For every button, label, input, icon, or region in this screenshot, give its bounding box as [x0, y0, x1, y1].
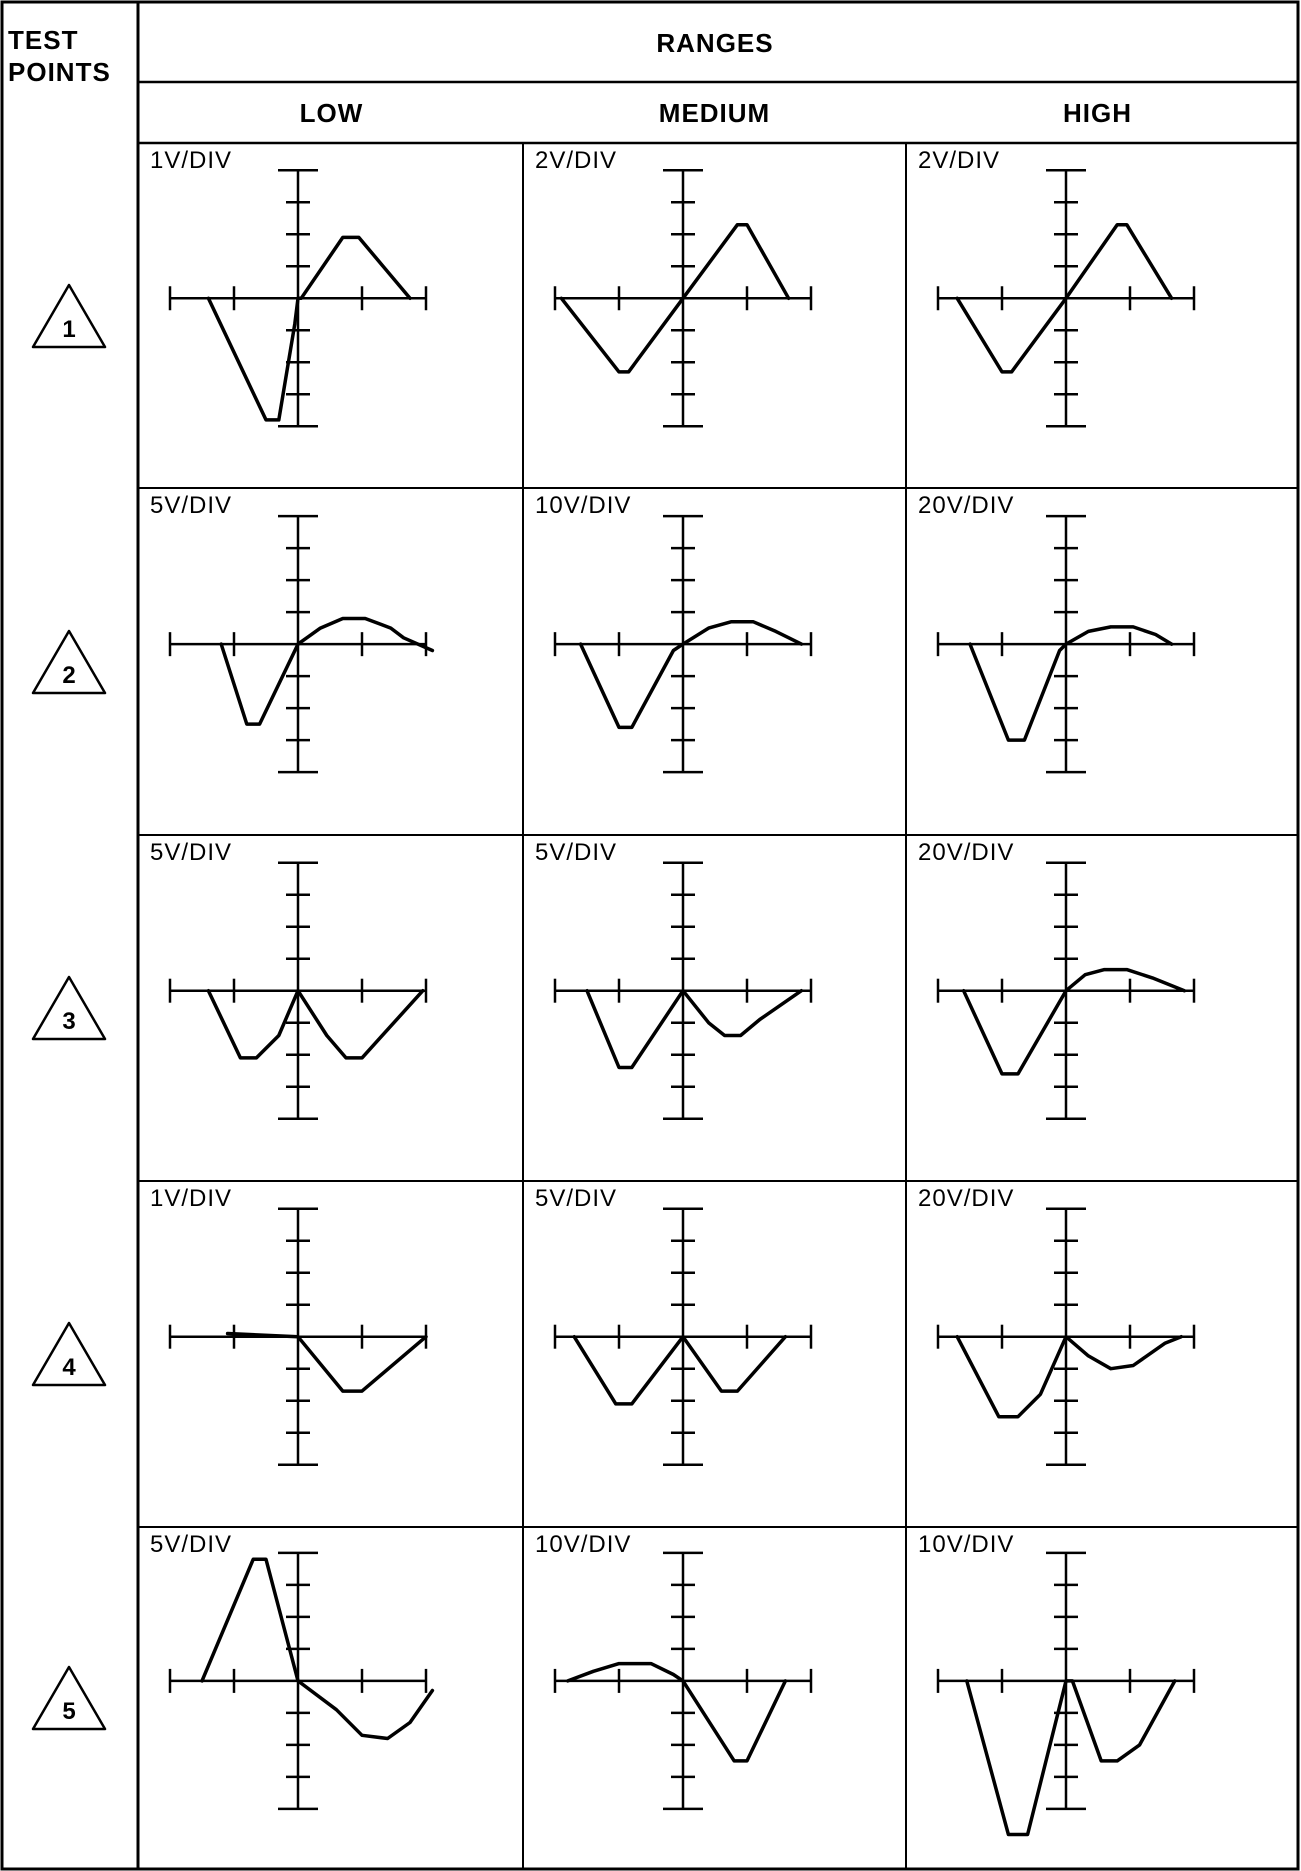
scope-trace-1-low: [168, 169, 428, 428]
scope-trace-1-medium: [553, 169, 813, 428]
waveform: [219, 616, 435, 726]
scope-trace-4-medium: [553, 1207, 813, 1466]
waveform: [965, 1679, 1177, 1837]
volts-per-div-label: 5V/DIV: [535, 1185, 618, 1212]
triangle-icon: [31, 1321, 107, 1387]
scope-trace-3-medium: [553, 861, 813, 1120]
volts-per-div-label: 20V/DIV: [918, 839, 1015, 866]
test-point-4-marker: 4: [31, 1321, 107, 1387]
scope-trace-2-low: [168, 514, 435, 774]
test-point-number: 1: [62, 316, 75, 343]
volts-per-div-label: 20V/DIV: [918, 1185, 1015, 1212]
volts-per-div-label: 1V/DIV: [150, 147, 233, 174]
test-point-number: 3: [62, 1008, 75, 1035]
scope-trace-4-low: [168, 1207, 428, 1466]
scope-trace-3-high: [936, 861, 1196, 1120]
range-column-high: HIGH: [1063, 98, 1132, 128]
test-point-1-marker: 1: [31, 283, 107, 348]
volts-per-div-label: 5V/DIV: [150, 1531, 233, 1558]
scope-trace-5-medium: [553, 1551, 813, 1811]
ranges-heading: RANGES: [656, 28, 774, 58]
scope-trace-2-high: [936, 514, 1196, 774]
volts-per-div-label: 2V/DIV: [918, 147, 1001, 174]
waveform: [961, 967, 1187, 1076]
scope-trace-5-high: [936, 1551, 1196, 1837]
triangle-icon: [31, 1665, 107, 1731]
volts-per-div-label: 5V/DIV: [150, 839, 233, 866]
volts-per-div-label: 10V/DIV: [535, 492, 632, 519]
volts-per-div-label: 10V/DIV: [535, 1531, 632, 1558]
test-point-2-marker: 2: [31, 629, 107, 694]
waveform: [225, 1331, 428, 1393]
test-point-number: 5: [62, 1698, 75, 1725]
test-point-5-marker: 5: [31, 1665, 107, 1731]
waveform: [206, 988, 425, 1060]
triangle-icon: [31, 975, 107, 1041]
waveform: [559, 222, 791, 374]
waveform: [566, 1661, 788, 1763]
test-points-heading-line2: POINTS: [8, 57, 111, 87]
scope-trace-3-low: [168, 861, 428, 1120]
volts-per-div-label: 20V/DIV: [918, 492, 1015, 519]
scope-trace-2-medium: [553, 514, 813, 774]
waveform: [200, 1557, 435, 1741]
waveform: [968, 625, 1174, 742]
waveform: [585, 988, 804, 1070]
waveform: [955, 222, 1174, 374]
waveform: [578, 620, 804, 730]
test-point-number: 4: [62, 1354, 76, 1381]
volts-per-div-label: 2V/DIV: [535, 147, 618, 174]
volts-per-div-label: 5V/DIV: [150, 492, 233, 519]
scope-trace-4-high: [936, 1207, 1196, 1466]
volts-per-div-label: 10V/DIV: [918, 1531, 1015, 1558]
range-column-low: LOW: [299, 98, 364, 128]
waveform: [206, 235, 412, 422]
volts-per-div-label: 5V/DIV: [535, 839, 618, 866]
triangle-icon: [31, 283, 107, 348]
waveform: [572, 1334, 788, 1406]
scope-trace-1-high: [936, 169, 1196, 428]
test-point-3-marker: 3: [31, 975, 107, 1041]
scope-trace-5-low: [168, 1551, 435, 1811]
triangle-icon: [31, 629, 107, 694]
waveform: [955, 1334, 1183, 1419]
test-points-heading: TEST POINTS: [8, 24, 133, 88]
range-column-medium: MEDIUM: [658, 98, 771, 128]
volts-per-div-label: 1V/DIV: [150, 1185, 233, 1212]
test-points-heading-line1: TEST: [8, 25, 79, 55]
test-point-number: 2: [62, 662, 75, 689]
